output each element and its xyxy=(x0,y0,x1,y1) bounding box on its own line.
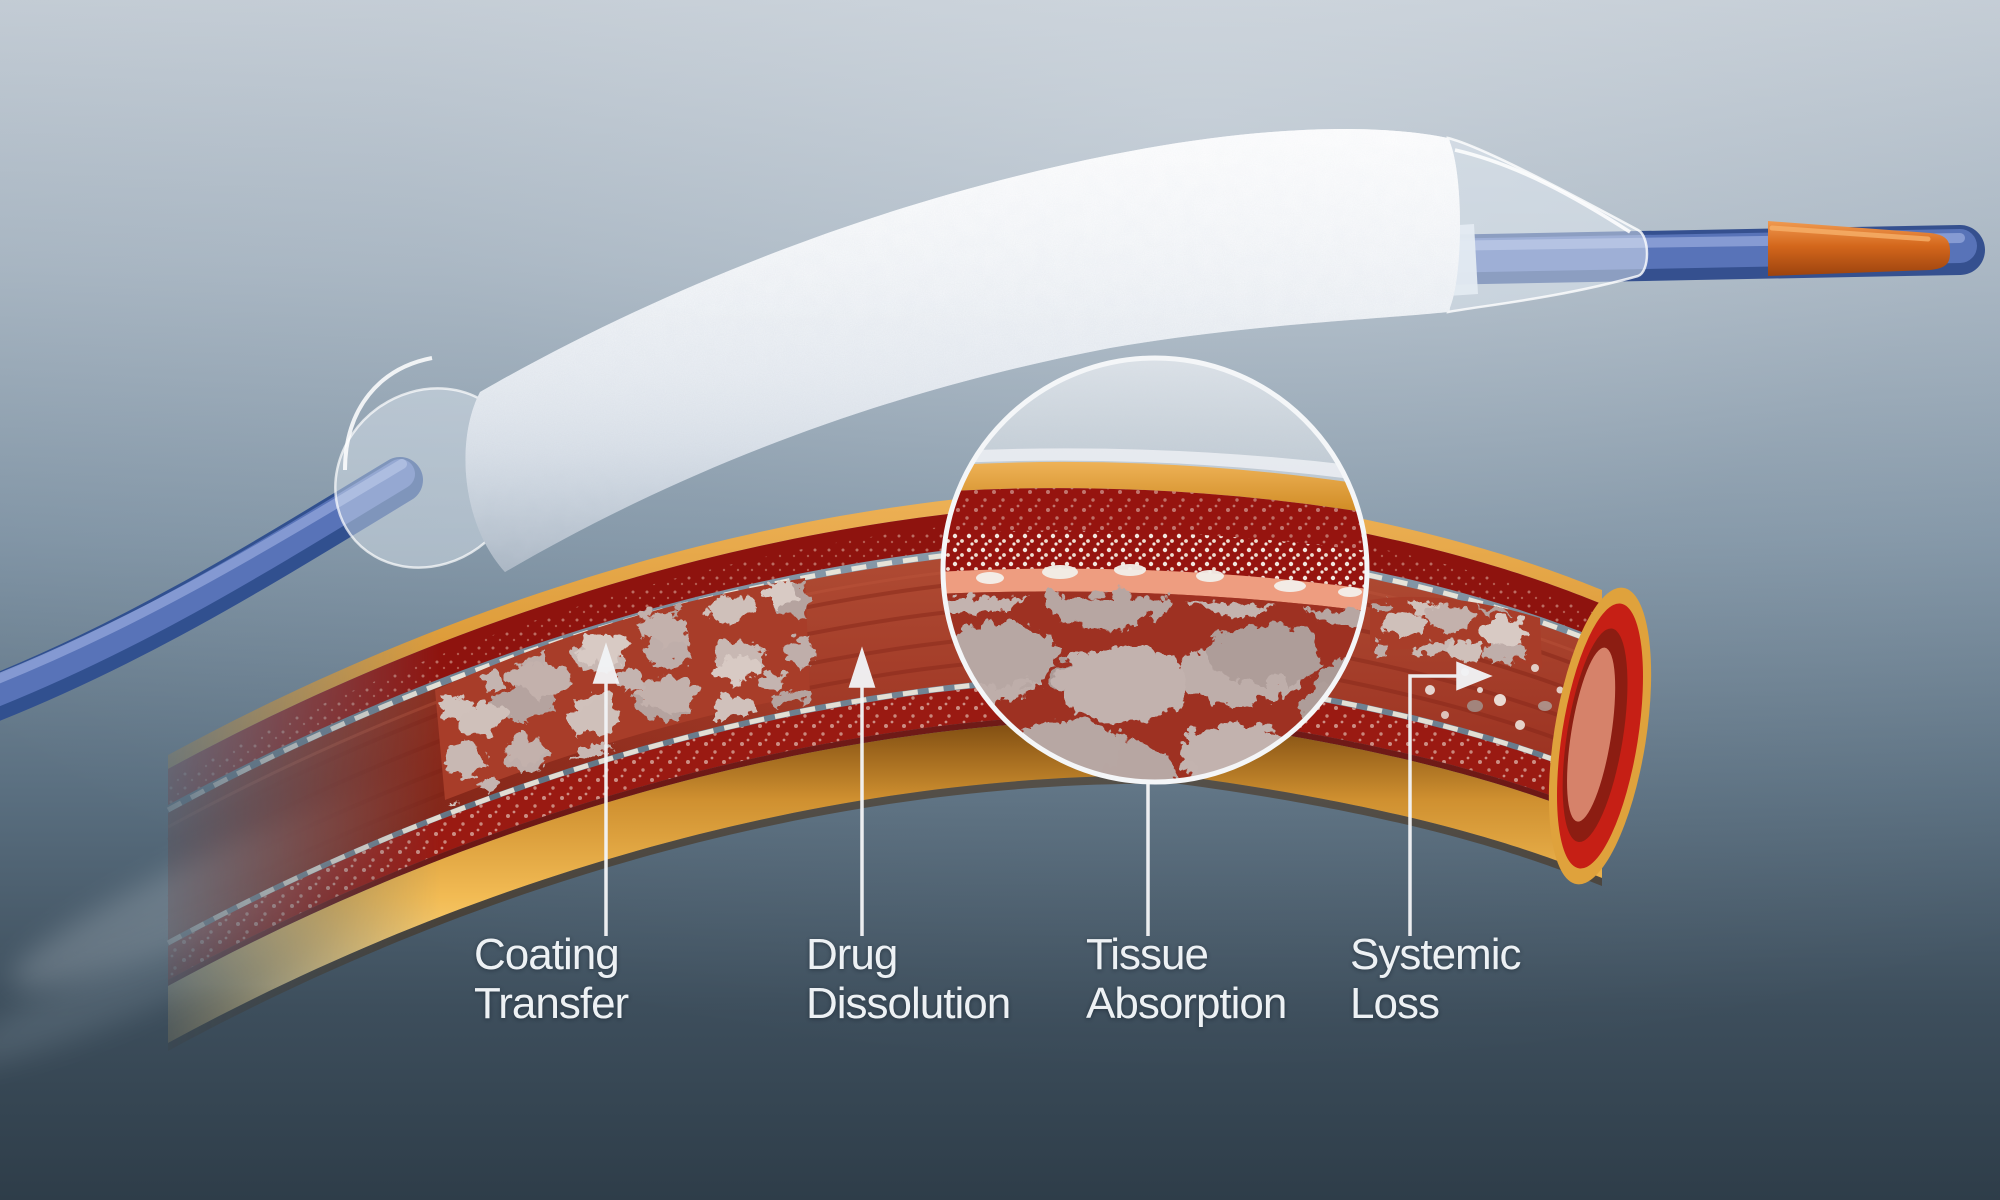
artery-outer-top-edge xyxy=(168,487,1602,769)
label-line: Systemic xyxy=(1350,930,1521,979)
magnified-coating-strip xyxy=(943,448,1367,482)
artery-cut-face xyxy=(1548,587,1652,885)
label-line: Tissue xyxy=(1086,930,1209,979)
catheter-tip xyxy=(1768,221,1950,276)
magnified-intima-salmon xyxy=(943,568,1367,612)
artery-outer-bottom-edge xyxy=(168,775,1602,1051)
plaque-deposits-left xyxy=(435,577,810,800)
magnified-drug-dots-sparse xyxy=(943,488,1367,552)
label-coating-transfer: Coating Transfer xyxy=(474,930,629,1028)
right-arrow xyxy=(1456,661,1493,691)
catheter-shaft-proximal xyxy=(0,457,423,721)
magnified-drug-clusters xyxy=(976,564,1362,597)
label-line: Drug xyxy=(806,930,898,979)
label-line: Loss xyxy=(1350,979,1440,1028)
leader-line-systemic-loss xyxy=(1408,661,1493,936)
label-line: Dissolution xyxy=(806,979,1011,1028)
label-drug-dissolution: Drug Dissolution xyxy=(806,930,1011,1028)
magnified-drug-dots-dense xyxy=(943,530,1367,590)
label-line: Absorption xyxy=(1086,979,1287,1028)
leader-lines xyxy=(592,642,1493,936)
label-line: Transfer xyxy=(474,979,629,1028)
label-line: Coating xyxy=(474,930,620,979)
drug-coated-balloon xyxy=(465,128,1460,572)
magnified-outer-orange xyxy=(943,461,1367,514)
wall-dark-line xyxy=(168,712,1602,986)
up-arrow xyxy=(848,646,876,688)
drug-speckle-top xyxy=(168,513,1602,805)
balloon-catheter xyxy=(0,128,1985,721)
magnifier-ring xyxy=(940,355,1370,785)
magnifier-circle xyxy=(940,355,1370,785)
plaque-deposits-right xyxy=(1370,596,1542,668)
artery-outer-bottom-band xyxy=(168,718,1602,1043)
leader-line-drug-dissolution xyxy=(848,646,876,936)
label-systemic-loss: Systemic Loss xyxy=(1350,930,1521,1028)
up-arrow xyxy=(592,642,620,684)
leader-line-coating-transfer xyxy=(592,642,620,936)
label-tissue-absorption: Tissue Absorption xyxy=(1086,930,1287,1028)
drug-speckle-bottom xyxy=(168,678,1602,980)
